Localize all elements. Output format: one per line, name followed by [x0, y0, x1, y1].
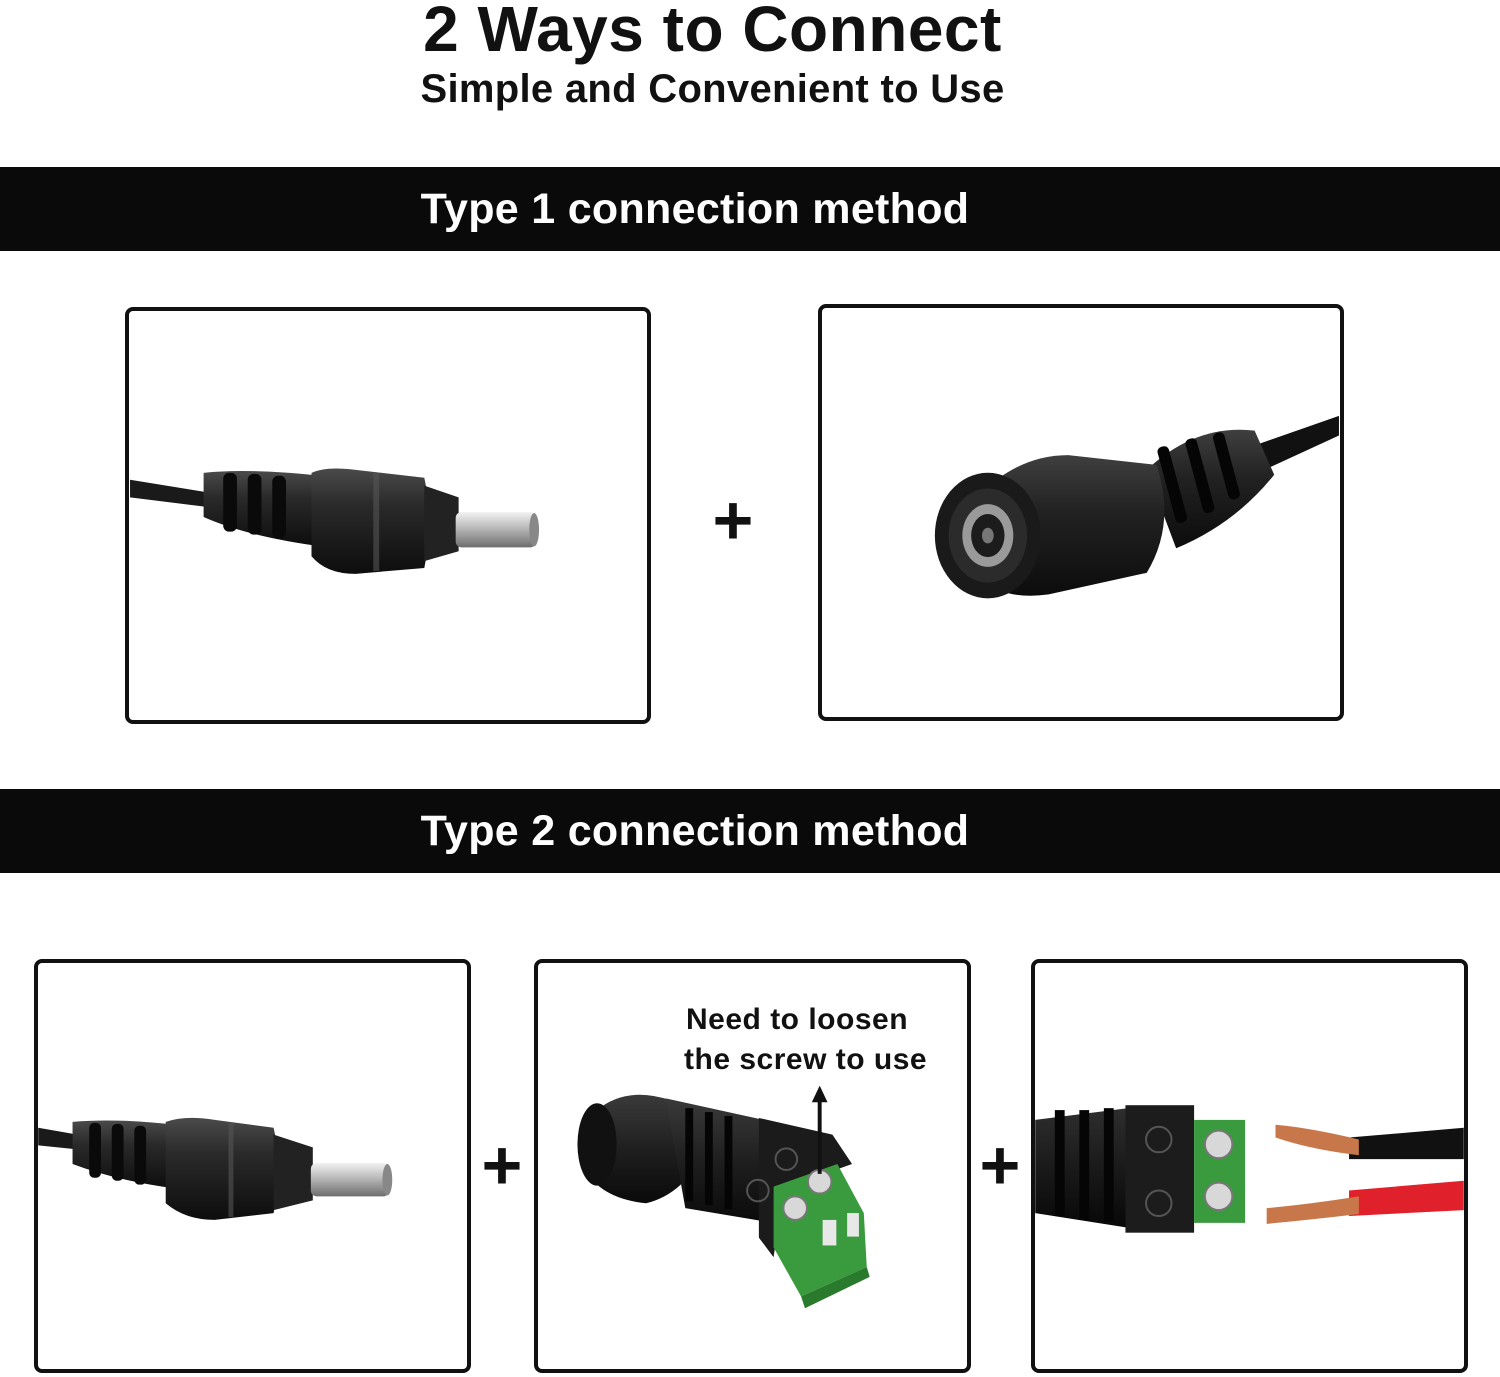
plus-sign-3: +: [979, 1126, 1021, 1204]
dc-male-plug-icon: [38, 1117, 393, 1220]
section-1-header: Type 1 connection method: [0, 167, 1500, 251]
dc-male-plug-icon: [130, 468, 540, 574]
section-2-label: Type 2 connection method: [420, 807, 970, 855]
plus-sign-2: +: [481, 1126, 523, 1204]
section-1-label: Type 1 connection method: [420, 185, 970, 233]
screw-note-line-1: Need to loosen: [686, 1003, 909, 1036]
terminal-adapter-panel: [534, 959, 971, 1373]
female-jack-panel: [818, 304, 1344, 721]
wire-connection-panel: [1031, 959, 1468, 1373]
bare-wire-icon: [1035, 1105, 1464, 1233]
screw-note-line-2: the screw to use: [684, 1043, 928, 1076]
page-subtitle: Simple and Convenient to Use: [420, 67, 1005, 111]
section-2-header: Type 2 connection method: [0, 789, 1500, 873]
male-plug-panel-2: [34, 959, 471, 1373]
plus-sign-1: +: [712, 481, 754, 559]
page-title: 2 Ways to Connect: [423, 0, 1002, 65]
male-plug-panel: [125, 307, 651, 724]
dc-female-jack-icon: [934, 415, 1339, 599]
terminal-adapter-icon: [577, 1085, 870, 1309]
